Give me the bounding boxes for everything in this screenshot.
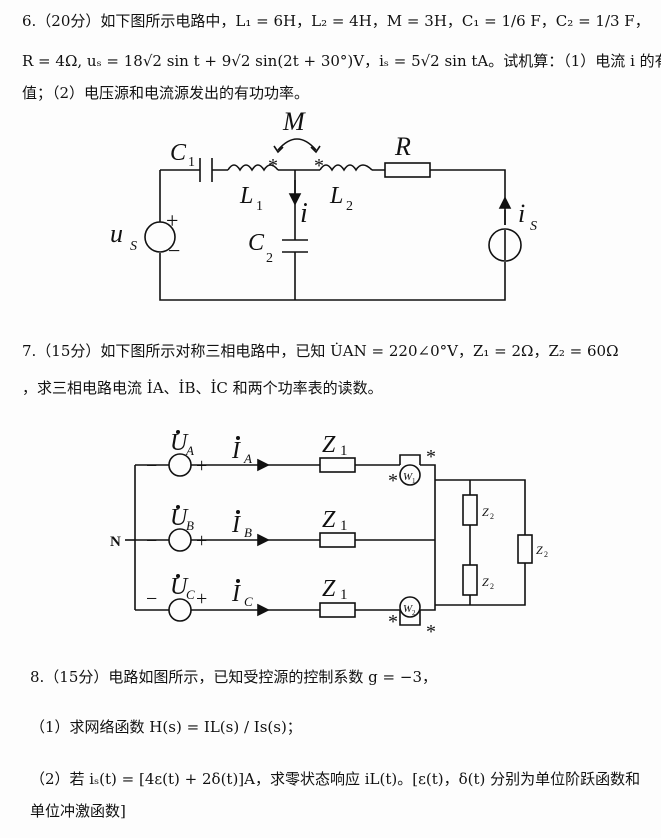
wattmeter-w1 [399,464,421,486]
label-l2-sub: 2 [346,199,353,214]
label-c2-sub: 2 [266,251,273,266]
label-m: M [282,107,306,136]
plus-sign: + [196,530,207,552]
label-c1: C [170,140,187,166]
problem8-line1: 8.（15分）电路如图所示，已知受控源的控制系数 g = −3， [30,668,437,686]
problem6-line1: 6.（20分）如下图所示电路中，L₁ = 6H，L₂ = 4H，M = 3H，C… [22,12,650,30]
dot-marker: * [426,621,436,643]
mutual-arrow [277,138,317,151]
resistor-r [384,162,431,178]
label-uc: U [170,574,189,600]
plus-sign: + [196,455,207,477]
label-is: i [518,199,525,228]
problem7-line2: ，求三相电路电流 İA、İB、İC 和两个功率表的读数。 [22,379,383,397]
label-ub: U [170,505,189,531]
voltage-source-uc [168,598,192,622]
label-ua-sub: A [185,443,194,458]
label-ib-sub: B [244,525,252,540]
dot-marker: * [388,611,398,633]
label-w2: W [403,603,413,615]
label-z2-top: Z [482,505,489,519]
capacitor-c1 [199,158,213,182]
label-z2-sub: 2 [490,512,494,521]
label-z1-c-sub: 1 [340,587,348,603]
label-l1: L [239,183,253,209]
z2-bottom [462,564,478,596]
label-c2: C [248,230,265,256]
label-z2-bottom: Z [482,575,489,589]
plus-sign: + [196,588,207,610]
label-ia-sub: A [243,451,252,466]
minus-sign: − [146,530,157,552]
inductor-l2 [319,164,373,172]
label-z2-sub: 2 [544,550,548,559]
label-w1-sub: 1 [412,477,416,485]
label-us: u [110,219,123,248]
dot-marker: * [426,446,436,468]
current-source-is [488,228,522,262]
label-z1-b: Z [322,507,336,533]
minus-sign: − [168,238,180,263]
arrow-head [498,196,512,209]
problem6-line3: 值；（2）电压源和电流源发出的有功功率。 [22,84,310,102]
arrow-head [288,193,302,206]
label-z1-a-sub: 1 [340,443,348,459]
problem8-line3: （2）若 iₛ(t) = [4ε(t) + 2δ(t)]A，求零状态响应 iL(… [30,770,641,788]
circuit-problem7: U A U B U C I A I B I C Z 1 Z 1 Z 1 Z [110,430,548,643]
voltage-source-ua [168,453,192,477]
label-neutral: N [110,534,121,550]
label-ua: U [170,430,189,456]
label-c1-sub: 1 [188,155,195,170]
minus-sign: − [146,588,157,610]
label-ub-sub: B [186,518,194,533]
label-z1-a: Z [322,432,336,458]
label-ic-sub: C [244,594,253,609]
label-w2-sub: 2 [412,609,416,617]
dot-marker: * [268,155,278,177]
wire [159,169,506,301]
z1-a [319,457,356,473]
plus-sign: + [166,208,178,233]
label-z1-b-sub: 1 [340,518,348,534]
label-us-sub: S [130,239,137,254]
problem7-line1: 7.（15分）如下图所示对称三相电路中，已知 U̇AN = 220∠0°V，Z₁… [22,342,619,360]
circuit-problem6: M C 1 L 1 L 2 R i C 2 u S + − i S * * [110,107,537,301]
label-z1-c: Z [322,576,336,602]
problem8-line2: （1）求网络函数 H(s) = IL(s) / Is(s)； [30,718,302,736]
problem8-line4: 单位冲激函数] [30,802,126,820]
voltage-source-us [144,221,176,253]
label-i: i [300,198,308,229]
wire [134,464,526,611]
label-z2-right: Z [536,543,543,557]
label-ib: I [231,512,241,538]
label-l2: L [329,183,343,209]
voltage-source-ub [168,528,192,552]
label-is-sub: S [530,219,537,234]
label-r: R [394,132,411,161]
inductor-l1 [227,164,279,172]
z1-c [319,602,356,618]
z2-top [462,494,478,526]
dot-marker: * [314,155,324,177]
z2-right [517,534,533,564]
label-z2-sub: 2 [490,582,494,591]
dot-marker: * [388,470,398,492]
label-ia: I [231,438,241,464]
label-ic: I [231,581,241,607]
label-uc-sub: C [186,587,195,602]
z1-b [319,532,356,548]
label-w1: W [403,471,413,483]
wattmeter-w2 [399,596,421,618]
problem6-line2: R = 4Ω, uₛ = 18√2 sin t + 9√2 sin(2t + 3… [22,52,661,70]
label-l1-sub: 1 [256,199,263,214]
minus-sign: − [146,455,157,477]
